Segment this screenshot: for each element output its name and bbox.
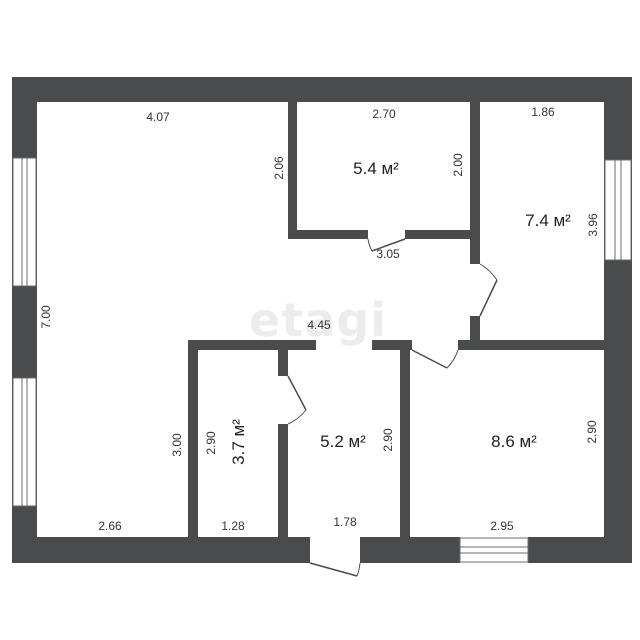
wall-storage-left: [188, 340, 198, 540]
wall-storage-right-lower: [278, 424, 288, 540]
interior-walls: [188, 96, 608, 540]
bathroom-area: 5.2 м²: [320, 432, 366, 451]
outer-wall-bottom-left: [12, 537, 310, 563]
wall-top-middle-bottom-left: [288, 230, 368, 239]
wall-top-right-left-upper: [470, 96, 480, 264]
dim-top-middle-width: 2.70: [372, 107, 396, 121]
window-left-lower: [12, 377, 37, 507]
dim-bathroom-width: 1.78: [333, 515, 357, 529]
dim-living-height: 7.00: [39, 305, 53, 329]
window-bottom: [459, 537, 529, 563]
door-top-middle: [367, 238, 406, 252]
dim-living-bottom: 2.66: [98, 519, 122, 533]
dim-top-middle-bottom: 3.05: [376, 247, 400, 261]
outer-wall-top: [12, 77, 632, 102]
dim-top-right-width: 1.86: [531, 105, 555, 119]
dim-living-top: 4.07: [146, 110, 170, 124]
dim-storage-width: 1.28: [221, 519, 245, 533]
dim-storage-height: 2.90: [204, 431, 218, 455]
dim-bottom-right-height: 2.90: [585, 420, 599, 444]
dim-corridor: 4.45: [307, 318, 331, 332]
door-bottom-right: [411, 349, 459, 369]
window-right: [604, 159, 632, 261]
wall-top-middle-left: [288, 96, 297, 238]
wall-bathroom-right: [400, 340, 410, 540]
wall-top-right-left-lower: [470, 316, 480, 340]
dim-bathroom-height: 2.90: [381, 428, 395, 452]
wall-middle-right: [458, 340, 608, 350]
room-top-middle-area: 5.4 м²: [353, 159, 399, 178]
door-top-right: [479, 263, 498, 317]
room-bottom-right-area: 8.6 м²: [491, 432, 537, 451]
storage-area: 3.7 м²: [229, 419, 248, 465]
wall-middle-center: [372, 340, 412, 350]
door-storage: [287, 375, 307, 425]
outer-wall-bottom-right: [528, 537, 632, 563]
room-top-right-area: 7.4 м²: [525, 211, 571, 230]
outer-wall-right: [604, 77, 632, 563]
door-entrance: [309, 562, 361, 577]
dim-top-right-height: 3.96: [586, 213, 600, 237]
dim-top-middle-right: 2.00: [451, 153, 465, 177]
wall-top-middle-bottom-right: [405, 230, 478, 239]
wall-middle-left: [188, 340, 316, 350]
watermark-logo: etagi: [249, 293, 387, 347]
dim-bottom-right-width: 2.95: [490, 519, 514, 533]
outer-wall-bottom-middle: [360, 537, 460, 563]
window-left-upper: [12, 157, 37, 287]
dim-top-middle-left: 2.06: [272, 156, 286, 180]
outer-walls: [12, 77, 632, 563]
dim-living-partition: 3.00: [170, 433, 184, 457]
wall-storage-right-upper: [278, 348, 288, 376]
